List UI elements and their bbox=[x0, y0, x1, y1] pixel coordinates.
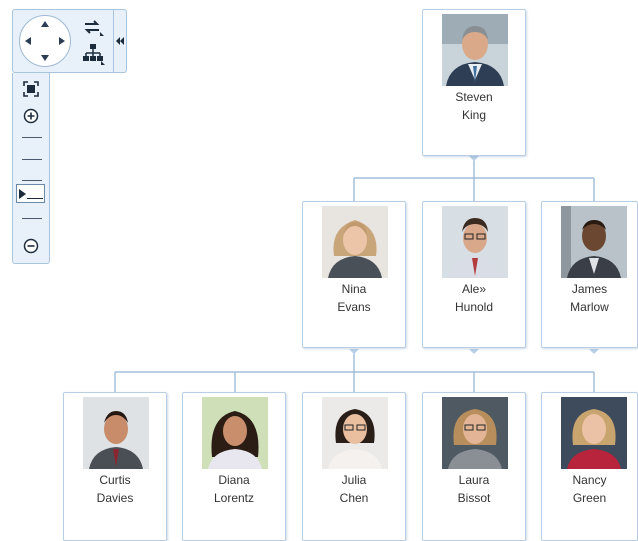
person-first-name: Curtis bbox=[99, 473, 131, 487]
arrow-down-icon[interactable] bbox=[41, 55, 49, 61]
person-photo bbox=[202, 397, 268, 469]
zoom-in-button[interactable] bbox=[13, 107, 49, 125]
org-card-level3[interactable]: Laura Bissot bbox=[422, 392, 526, 541]
hierarchy-icon bbox=[83, 44, 105, 65]
person-first-name: Nina bbox=[341, 282, 367, 296]
person-last-name: Hunold bbox=[454, 300, 494, 314]
org-card-root[interactable]: Steven King bbox=[422, 9, 526, 156]
person-photo bbox=[322, 397, 388, 469]
zoom-panel bbox=[12, 73, 50, 264]
zoom-tick[interactable] bbox=[22, 159, 42, 160]
person-photo bbox=[322, 206, 388, 278]
navigation-panel bbox=[12, 9, 127, 73]
org-card-level3[interactable]: Curtis Davies bbox=[63, 392, 167, 541]
zoom-tick[interactable] bbox=[22, 137, 42, 138]
person-photo bbox=[442, 14, 508, 86]
person-photo bbox=[83, 397, 149, 469]
person-first-name: Laura bbox=[458, 473, 490, 487]
person-last-name: Chen bbox=[339, 491, 369, 505]
arrow-left-icon[interactable] bbox=[25, 37, 31, 45]
refresh-icon bbox=[84, 20, 104, 36]
person-first-name: Nancy bbox=[572, 473, 607, 487]
person-last-name: Green bbox=[572, 491, 607, 505]
person-photo bbox=[442, 397, 508, 469]
person-photo bbox=[561, 397, 627, 469]
person-photo bbox=[561, 206, 627, 278]
person-first-name: Diana bbox=[218, 473, 250, 487]
slider-pointer-icon bbox=[19, 189, 26, 199]
person-first-name: Julia bbox=[341, 473, 367, 487]
zoom-in-icon bbox=[23, 108, 39, 124]
zoom-out-button[interactable] bbox=[13, 237, 49, 255]
org-card-level2[interactable]: James Marlow bbox=[541, 201, 638, 348]
person-last-name: King bbox=[461, 108, 487, 122]
person-first-name: James bbox=[571, 282, 608, 296]
org-card-level3[interactable]: Diana Lorentz bbox=[182, 392, 286, 541]
arrow-right-icon[interactable] bbox=[59, 37, 65, 45]
fit-to-screen-button[interactable] bbox=[13, 80, 49, 98]
person-photo bbox=[442, 206, 508, 278]
person-last-name: Bissot bbox=[457, 491, 491, 505]
pan-control bbox=[19, 15, 71, 67]
person-last-name: Lorentz bbox=[213, 491, 255, 505]
person-last-name: Evans bbox=[337, 300, 371, 314]
layout-button[interactable] bbox=[81, 42, 107, 65]
org-card-level2[interactable]: Nina Evans bbox=[302, 201, 406, 348]
org-card-level3[interactable]: Julia Chen bbox=[302, 392, 406, 541]
refresh-button[interactable] bbox=[81, 16, 107, 38]
person-last-name: Davies bbox=[96, 491, 134, 505]
fit-to-screen-icon bbox=[23, 81, 39, 97]
collapse-double-chevron-icon bbox=[116, 37, 124, 45]
zoom-out-icon bbox=[23, 238, 39, 254]
person-last-name: Marlow bbox=[570, 300, 609, 314]
person-first-name: Ale» bbox=[461, 282, 487, 296]
person-first-name: Steven bbox=[455, 90, 493, 104]
org-card-level2[interactable]: Ale» Hunold bbox=[422, 201, 526, 348]
zoom-tick[interactable] bbox=[22, 218, 42, 219]
org-card-level3[interactable]: Nancy Green bbox=[541, 392, 638, 541]
collapse-panel-button[interactable] bbox=[113, 10, 126, 72]
zoom-slider-thumb[interactable] bbox=[16, 184, 45, 203]
arrow-up-icon[interactable] bbox=[41, 21, 49, 27]
zoom-tick[interactable] bbox=[22, 180, 42, 181]
